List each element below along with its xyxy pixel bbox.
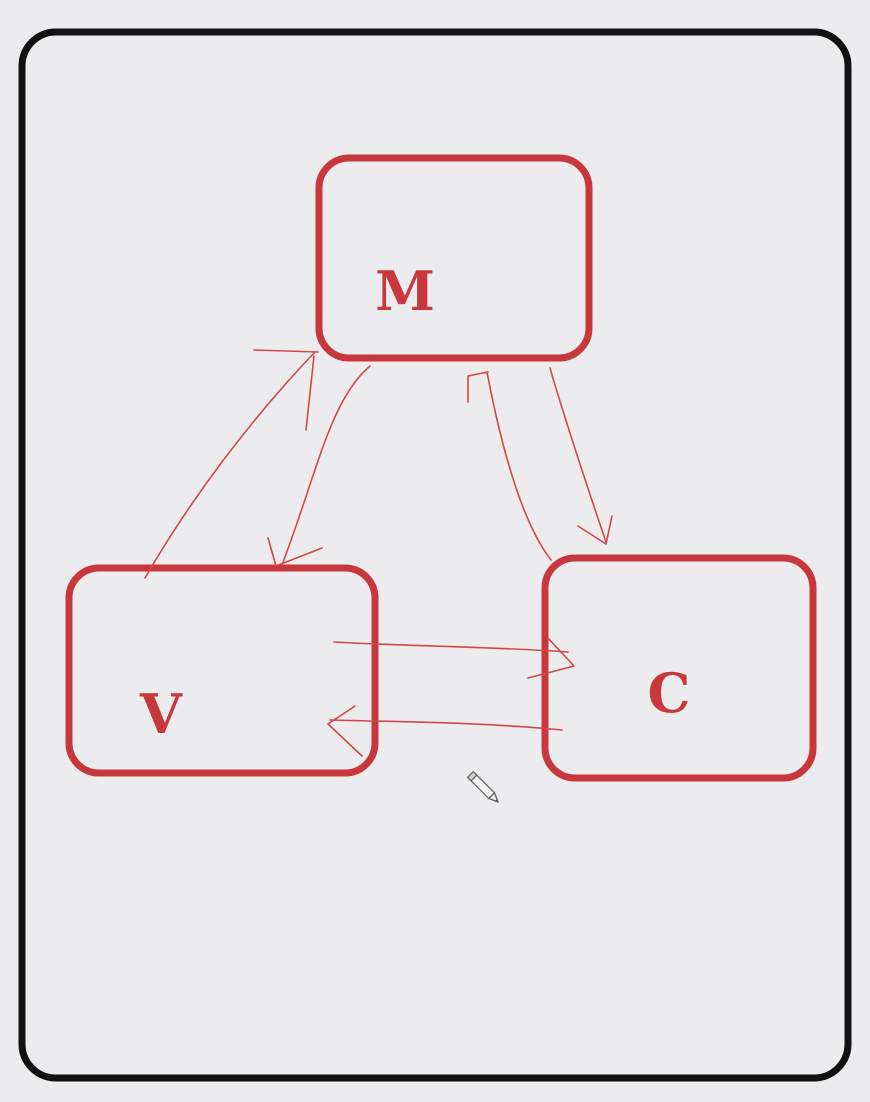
arrow-model-to-controller (549, 367, 613, 545)
arrow-controller-to-model (467, 371, 552, 561)
arrow-view-to-model (144, 349, 319, 579)
pencil-icon (466, 770, 500, 804)
node-model-label: M (375, 259, 435, 323)
arrow-controller-to-view (327, 705, 563, 757)
whiteboard-frame (18, 28, 852, 1082)
node-controller-box (541, 554, 817, 782)
node-model-box (315, 154, 593, 362)
arrow-model-to-view (267, 365, 371, 567)
node-view[interactable]: V (65, 564, 379, 777)
node-model[interactable]: M (315, 154, 593, 362)
node-view-box (65, 564, 379, 777)
arrow-view-to-controller (333, 637, 575, 679)
node-controller-label: C (648, 661, 691, 725)
node-view-label: V (139, 682, 183, 746)
node-controller[interactable]: C (541, 554, 817, 782)
